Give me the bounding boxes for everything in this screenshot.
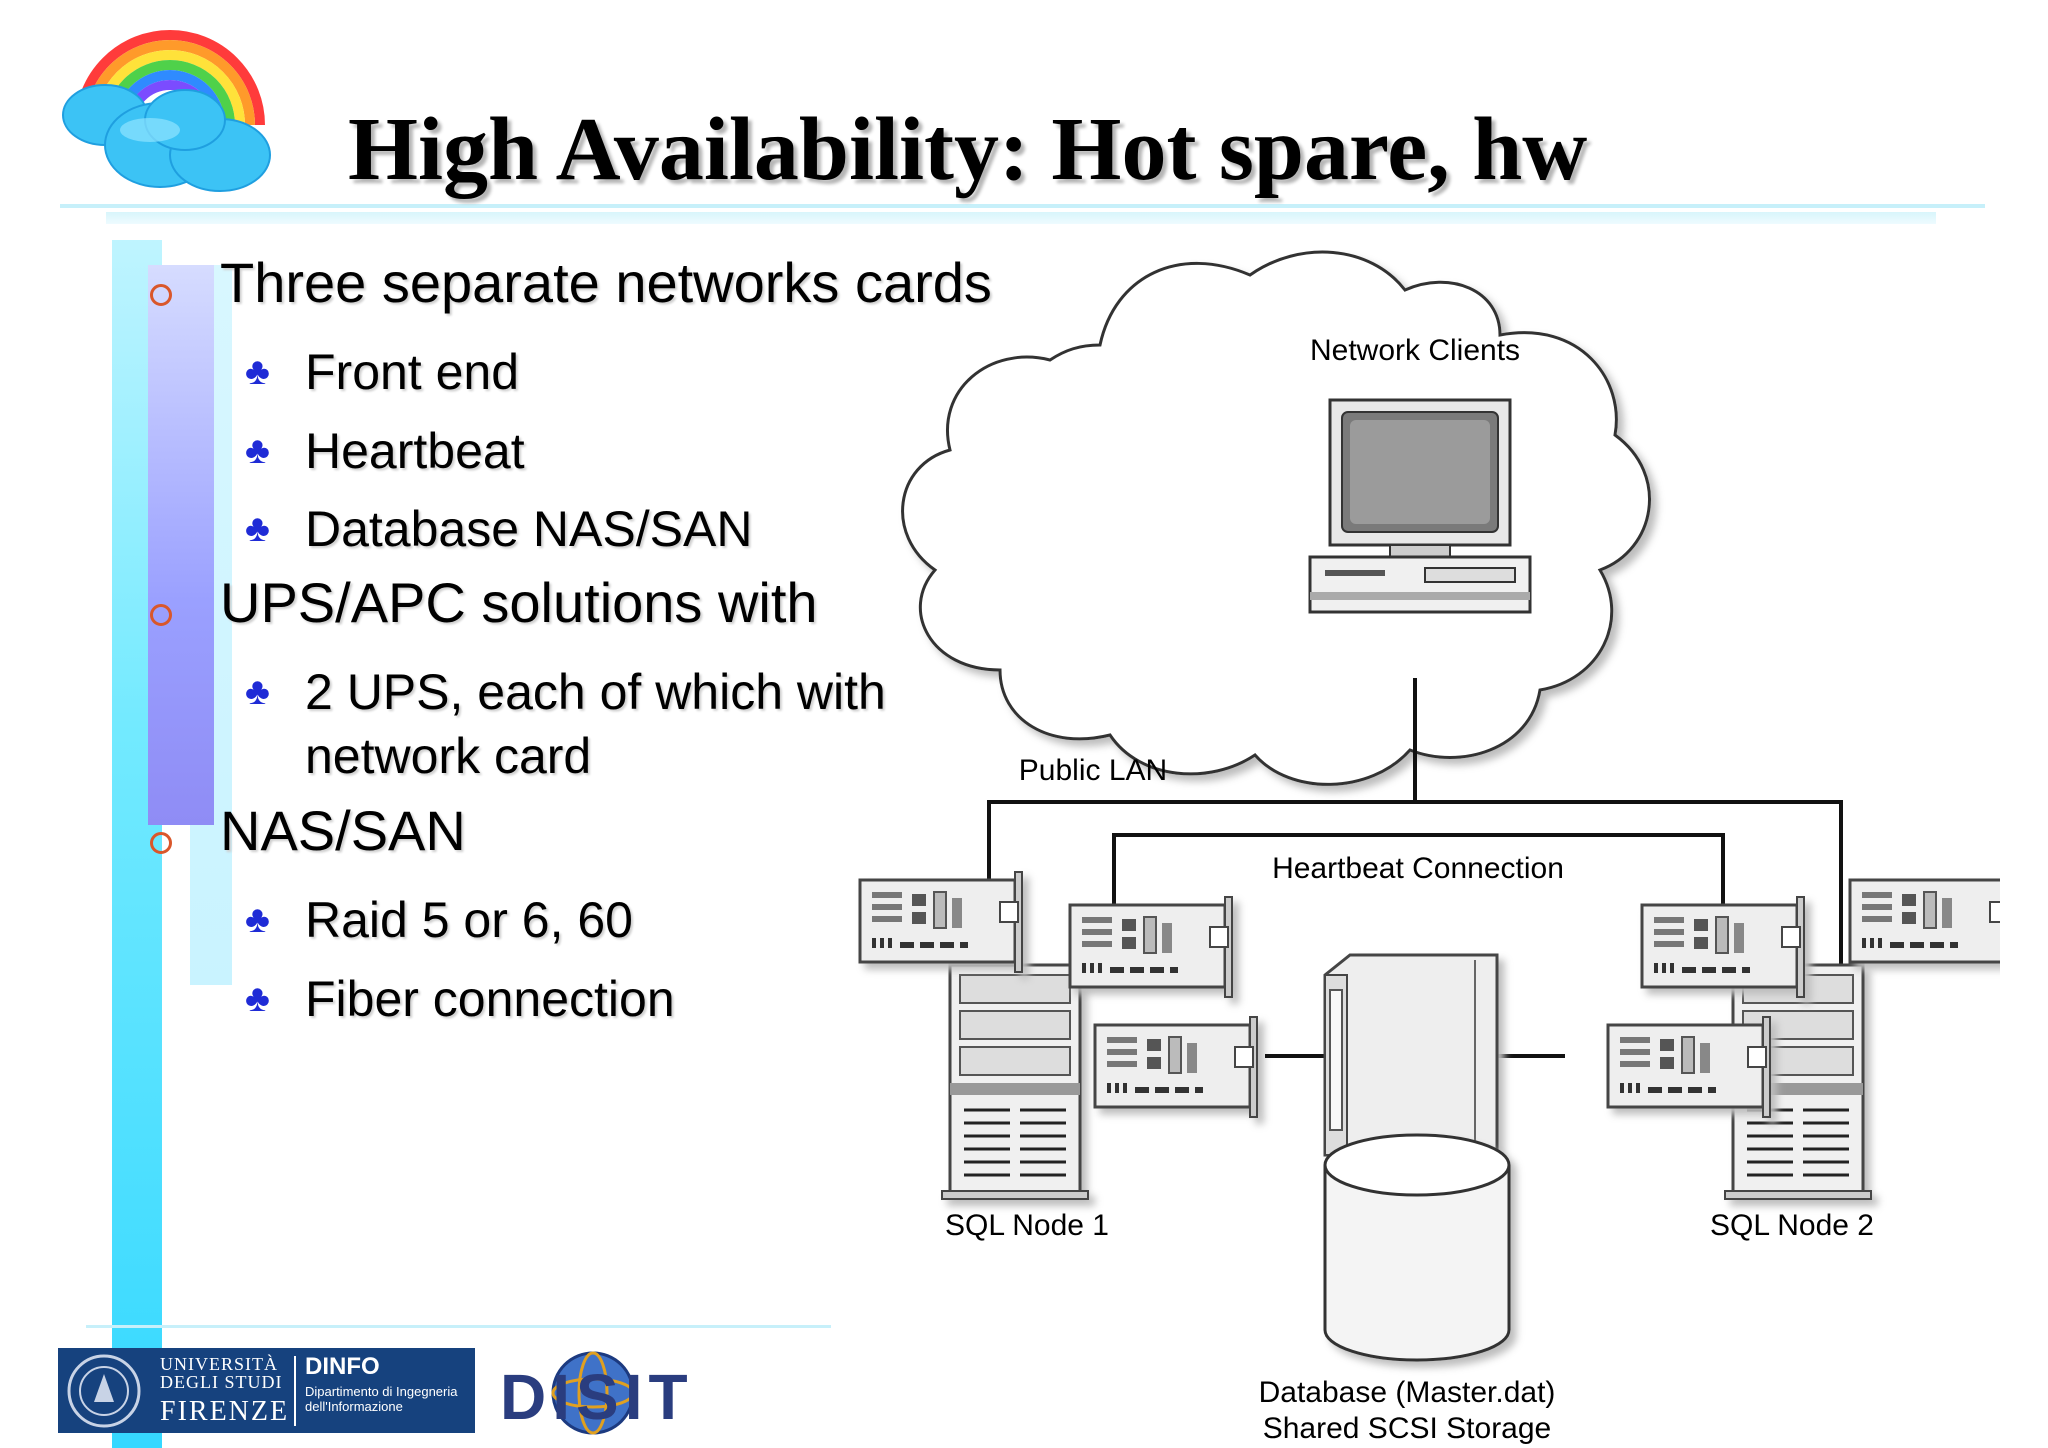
- database-cylinder-icon: [1323, 1133, 1511, 1362]
- bullet-item: UPS/APC solutions with: [220, 571, 818, 634]
- storage-label-line2: Shared SCSI Storage: [1263, 1412, 1552, 1445]
- logo-divider: [294, 1356, 296, 1426]
- cluster-diagram: Network Clients Public LAN Heartbeat Con…: [858, 250, 2000, 1445]
- university-name: UNIVERSITÀ DEGLI STUDI: [160, 1355, 282, 1391]
- sql-node-1-server: [940, 963, 1090, 1201]
- sub-bullet-item: 2 UPS, each of which with: [305, 664, 886, 720]
- nic-card-icon: [1606, 1015, 1772, 1119]
- disit-logo: DISIT: [500, 1361, 694, 1433]
- sub-bullet-item: Raid 5 or 6, 60: [305, 892, 633, 948]
- bullet-item: Three separate networks cards: [220, 251, 992, 314]
- circle-bullet-icon: [150, 604, 172, 626]
- heartbeat-connection-label: Heartbeat Connection: [1272, 852, 1564, 885]
- slide-title: High Availability: Hot spare, hw: [348, 100, 1588, 199]
- nic-card-icon: [1068, 895, 1234, 999]
- nic-card-icon: [1093, 1015, 1259, 1119]
- title-rule-shadow: [106, 212, 1936, 224]
- club-bullet-icon: ♣: [245, 508, 270, 550]
- sub-bullet-item: Front end: [305, 344, 520, 400]
- club-bullet-icon: ♣: [245, 899, 270, 941]
- disit-globe-icon: [551, 1351, 635, 1435]
- nic-card-icon: [1848, 870, 2000, 974]
- club-bullet-icon: ♣: [245, 430, 270, 472]
- rainbow-cloud-icon: [62, 30, 271, 192]
- club-bullet-icon: ♣: [245, 671, 270, 713]
- network-cloud: [901, 250, 1651, 786]
- sql-node-1-label: SQL Node 1: [945, 1209, 1109, 1242]
- dept-name: DINFO: [305, 1353, 380, 1380]
- nic-card-icon: [1640, 895, 1806, 999]
- nic-card-icon: [858, 870, 1024, 974]
- network-clients-label: Network Clients: [1310, 334, 1520, 367]
- storage-label-line1: Database (Master.dat): [1259, 1376, 1556, 1409]
- sub-bullet-item: Database NAS/SAN: [305, 501, 753, 557]
- circle-bullet-icon: [150, 832, 172, 854]
- club-bullet-icon: ♣: [245, 351, 270, 393]
- decor-bar-violet: [148, 265, 214, 825]
- footer-rule: [86, 1325, 831, 1328]
- university-seal-icon: [67, 1354, 141, 1428]
- shared-storage-enclosure: [1323, 953, 1499, 1157]
- sub-bullet-item: Fiber connection: [305, 971, 675, 1027]
- dept-description: Dipartimento di Ingegneria dell'Informaz…: [305, 1384, 458, 1414]
- client-computer-icon: [1308, 398, 1532, 614]
- sub-bullet-item: Heartbeat: [305, 423, 525, 479]
- university-line1: UNIVERSITÀ: [160, 1354, 278, 1374]
- sub-bullet-item-continuation: network card: [305, 728, 592, 784]
- sql-node-2-label: SQL Node 2: [1710, 1209, 1874, 1242]
- circle-bullet-icon: [150, 284, 172, 306]
- university-line2: DEGLI STUDI: [160, 1372, 283, 1392]
- bullet-item: NAS/SAN: [220, 799, 466, 862]
- title-rule: [60, 204, 1985, 208]
- public-lan-label: Public LAN: [1019, 754, 1167, 787]
- university-city: FIRENZE: [160, 1396, 290, 1427]
- club-bullet-icon: ♣: [245, 978, 270, 1020]
